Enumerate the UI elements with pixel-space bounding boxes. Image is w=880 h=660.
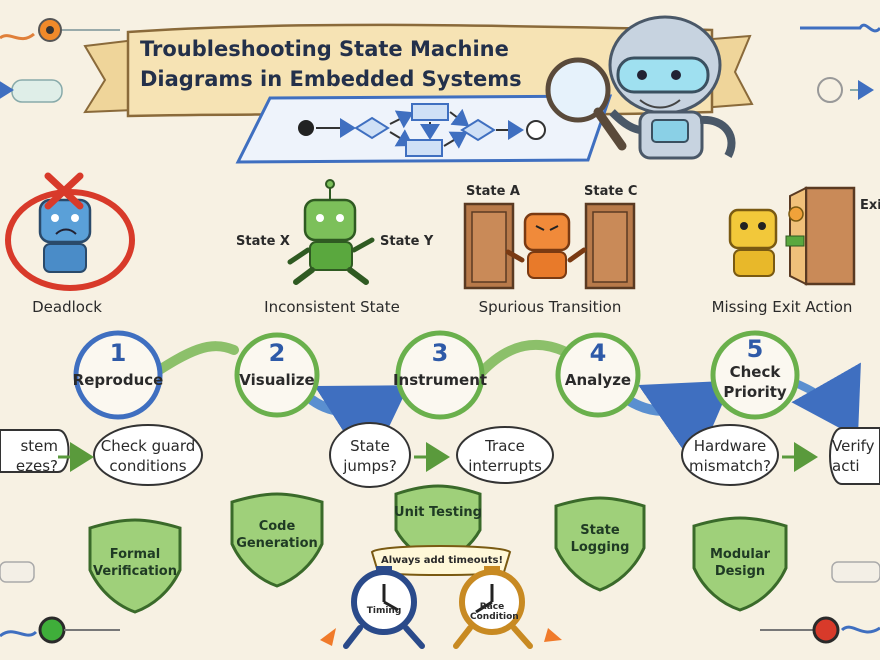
bottom-leds	[0, 616, 880, 644]
step-circles	[73, 330, 800, 420]
shields	[88, 484, 788, 614]
shield-code-generation: Code Generation	[236, 519, 318, 551]
step-number: 5	[746, 335, 764, 363]
problem-label-spurious: Spurious Transition	[478, 298, 622, 316]
state-y-label: State Y	[380, 234, 434, 249]
step-label: Analyze	[564, 371, 632, 389]
step-label: Instrument	[392, 371, 488, 389]
step-label: Visualize	[239, 371, 315, 389]
shield-modular-design: Modular Design	[709, 547, 771, 579]
timeouts-speech: Always add timeouts!	[380, 555, 504, 566]
problem-label-missing-exit: Missing Exit Action	[711, 298, 853, 316]
step-number: 2	[268, 339, 286, 367]
top-left-wire	[0, 18, 120, 42]
problem-label-deadlock: Deadlock	[32, 298, 102, 316]
step-label: Reproduce	[72, 371, 164, 389]
inconsistent-state-illustration	[287, 179, 375, 285]
spurious-transition-illustration	[463, 202, 636, 290]
step-number: 3	[431, 339, 449, 367]
shield-unit-testing: Unit Testing	[394, 505, 482, 520]
robot-mascot	[545, 15, 736, 160]
step-number: 1	[109, 339, 127, 367]
problem-label-inconsistent: Inconsistent State	[264, 298, 400, 316]
step-label: Check Priority	[723, 363, 787, 401]
deadlock-illustration	[5, 172, 135, 291]
shield-state-logging: State Logging	[570, 523, 630, 555]
step-number: 4	[589, 339, 607, 367]
shield-formal-verification: Formal Verification	[92, 547, 177, 579]
top-right-wire	[800, 23, 880, 33]
side-decor	[0, 77, 880, 583]
title-line-2: Diagrams in Embedded Systems	[140, 67, 522, 91]
timer-label-timing: Timing	[366, 606, 402, 616]
title-line-1: Troubleshooting State Machine	[140, 37, 509, 61]
timer-characters	[320, 545, 562, 649]
exit-label: Exi	[860, 198, 880, 213]
state-diagram-board	[235, 94, 613, 164]
missing-exit-illustration	[728, 186, 856, 286]
state-c-label: State C	[584, 184, 638, 199]
process-flow-ribbon	[145, 339, 861, 471]
state-x-label: State X	[236, 234, 290, 249]
timer-label-race: Race Condition	[470, 602, 519, 622]
state-a-label: State A	[466, 184, 520, 199]
speech-bubbles	[0, 422, 880, 488]
